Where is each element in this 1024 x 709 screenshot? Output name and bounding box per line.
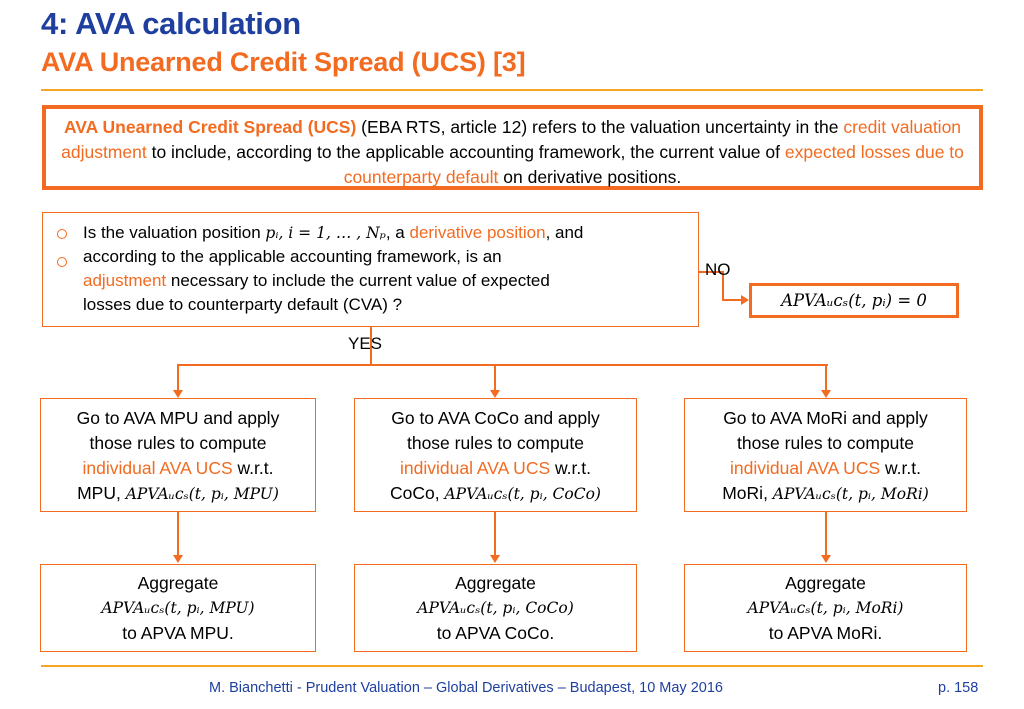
question-line-2: according to the applicable accounting f… — [83, 247, 502, 266]
branch-drop-2 — [494, 364, 496, 391]
arrow-down-icon — [490, 555, 500, 563]
no-connector-h1 — [699, 271, 724, 273]
yes-label: YES — [348, 334, 383, 353]
page-title: 4: AVA calculation — [41, 6, 301, 41]
arrow-down-icon — [821, 390, 831, 398]
arrow-down-icon — [821, 555, 831, 563]
question-line-4: losses due to counterparty default (CVA)… — [83, 295, 403, 314]
aggregate-box-mpu: Aggregate APVAᵤᴄₛ(t, pᵢ, MPU) to APVA MP… — [40, 564, 316, 652]
question-line-3: adjustment necessary to include the curr… — [83, 271, 550, 290]
definition-highlight-losses: expected losses due to counterparty defa… — [343, 142, 964, 187]
branch-box-mori: Go to AVA MoRi and apply those rules to … — [684, 398, 967, 512]
definition-term: AVA Unearned Credit Spread (UCS) — [63, 117, 357, 137]
page-number: p. 158 — [938, 680, 979, 696]
branch-box-coco: Go to AVA CoCo and apply those rules to … — [354, 398, 637, 512]
footer-rule — [41, 665, 983, 667]
branch-drop-1 — [177, 364, 179, 391]
no-label: NO — [705, 260, 731, 279]
footer-citation: M. Bianchetti - Prudent Valuation – Glob… — [209, 680, 723, 696]
branch-box-mpu: Go to AVA MPU and apply those rules to c… — [40, 398, 316, 512]
no-connector-h2 — [722, 299, 741, 301]
aggregate-box-mori: Aggregate APVAᵤᴄₛ(t, pᵢ, MoRi) to APVA M… — [684, 564, 967, 652]
branch-connector-h — [178, 364, 828, 366]
definition-text-2: to include, according to the applicable … — [146, 142, 785, 162]
arrow-right-icon — [741, 295, 749, 305]
zero-result-box: APVAᵤᴄₛ(t, pᵢ) = 0 — [749, 283, 959, 318]
header-rule — [41, 89, 983, 91]
question-math: pᵢ, i = 1, … , Nₚ — [265, 224, 386, 242]
agg-drop-1 — [177, 512, 179, 556]
question-line-1: Is the valuation position pᵢ, i = 1, … ,… — [83, 223, 584, 242]
agg-drop-2 — [494, 512, 496, 556]
agg-drop-3 — [825, 512, 827, 556]
bullet-icon — [57, 257, 67, 267]
definition-text-1: (EBA RTS, article 12) refers to the valu… — [356, 117, 844, 137]
yes-connector-v — [370, 327, 372, 365]
aggregate-box-coco: Aggregate APVAᵤᴄₛ(t, pᵢ, CoCo) to APVA C… — [354, 564, 637, 652]
question-highlight-adjustment: adjustment — [83, 271, 167, 290]
question-box: Is the valuation position pᵢ, i = 1, … ,… — [42, 212, 699, 327]
definition-box: AVA Unearned Credit Spread (UCS) (EBA RT… — [42, 105, 983, 190]
definition-text-3: on derivative positions. — [498, 167, 682, 187]
branch-drop-3 — [825, 364, 827, 391]
no-connector-v — [722, 271, 724, 301]
bullet-icon — [57, 229, 67, 239]
arrow-down-icon — [173, 390, 183, 398]
page-subtitle: AVA Unearned Credit Spread (UCS) [3] — [41, 47, 526, 77]
definition-highlight-cva: credit valuation adjustment — [61, 117, 962, 162]
arrow-down-icon — [173, 555, 183, 563]
question-highlight-derivative: derivative position — [409, 223, 546, 242]
arrow-down-icon — [490, 390, 500, 398]
